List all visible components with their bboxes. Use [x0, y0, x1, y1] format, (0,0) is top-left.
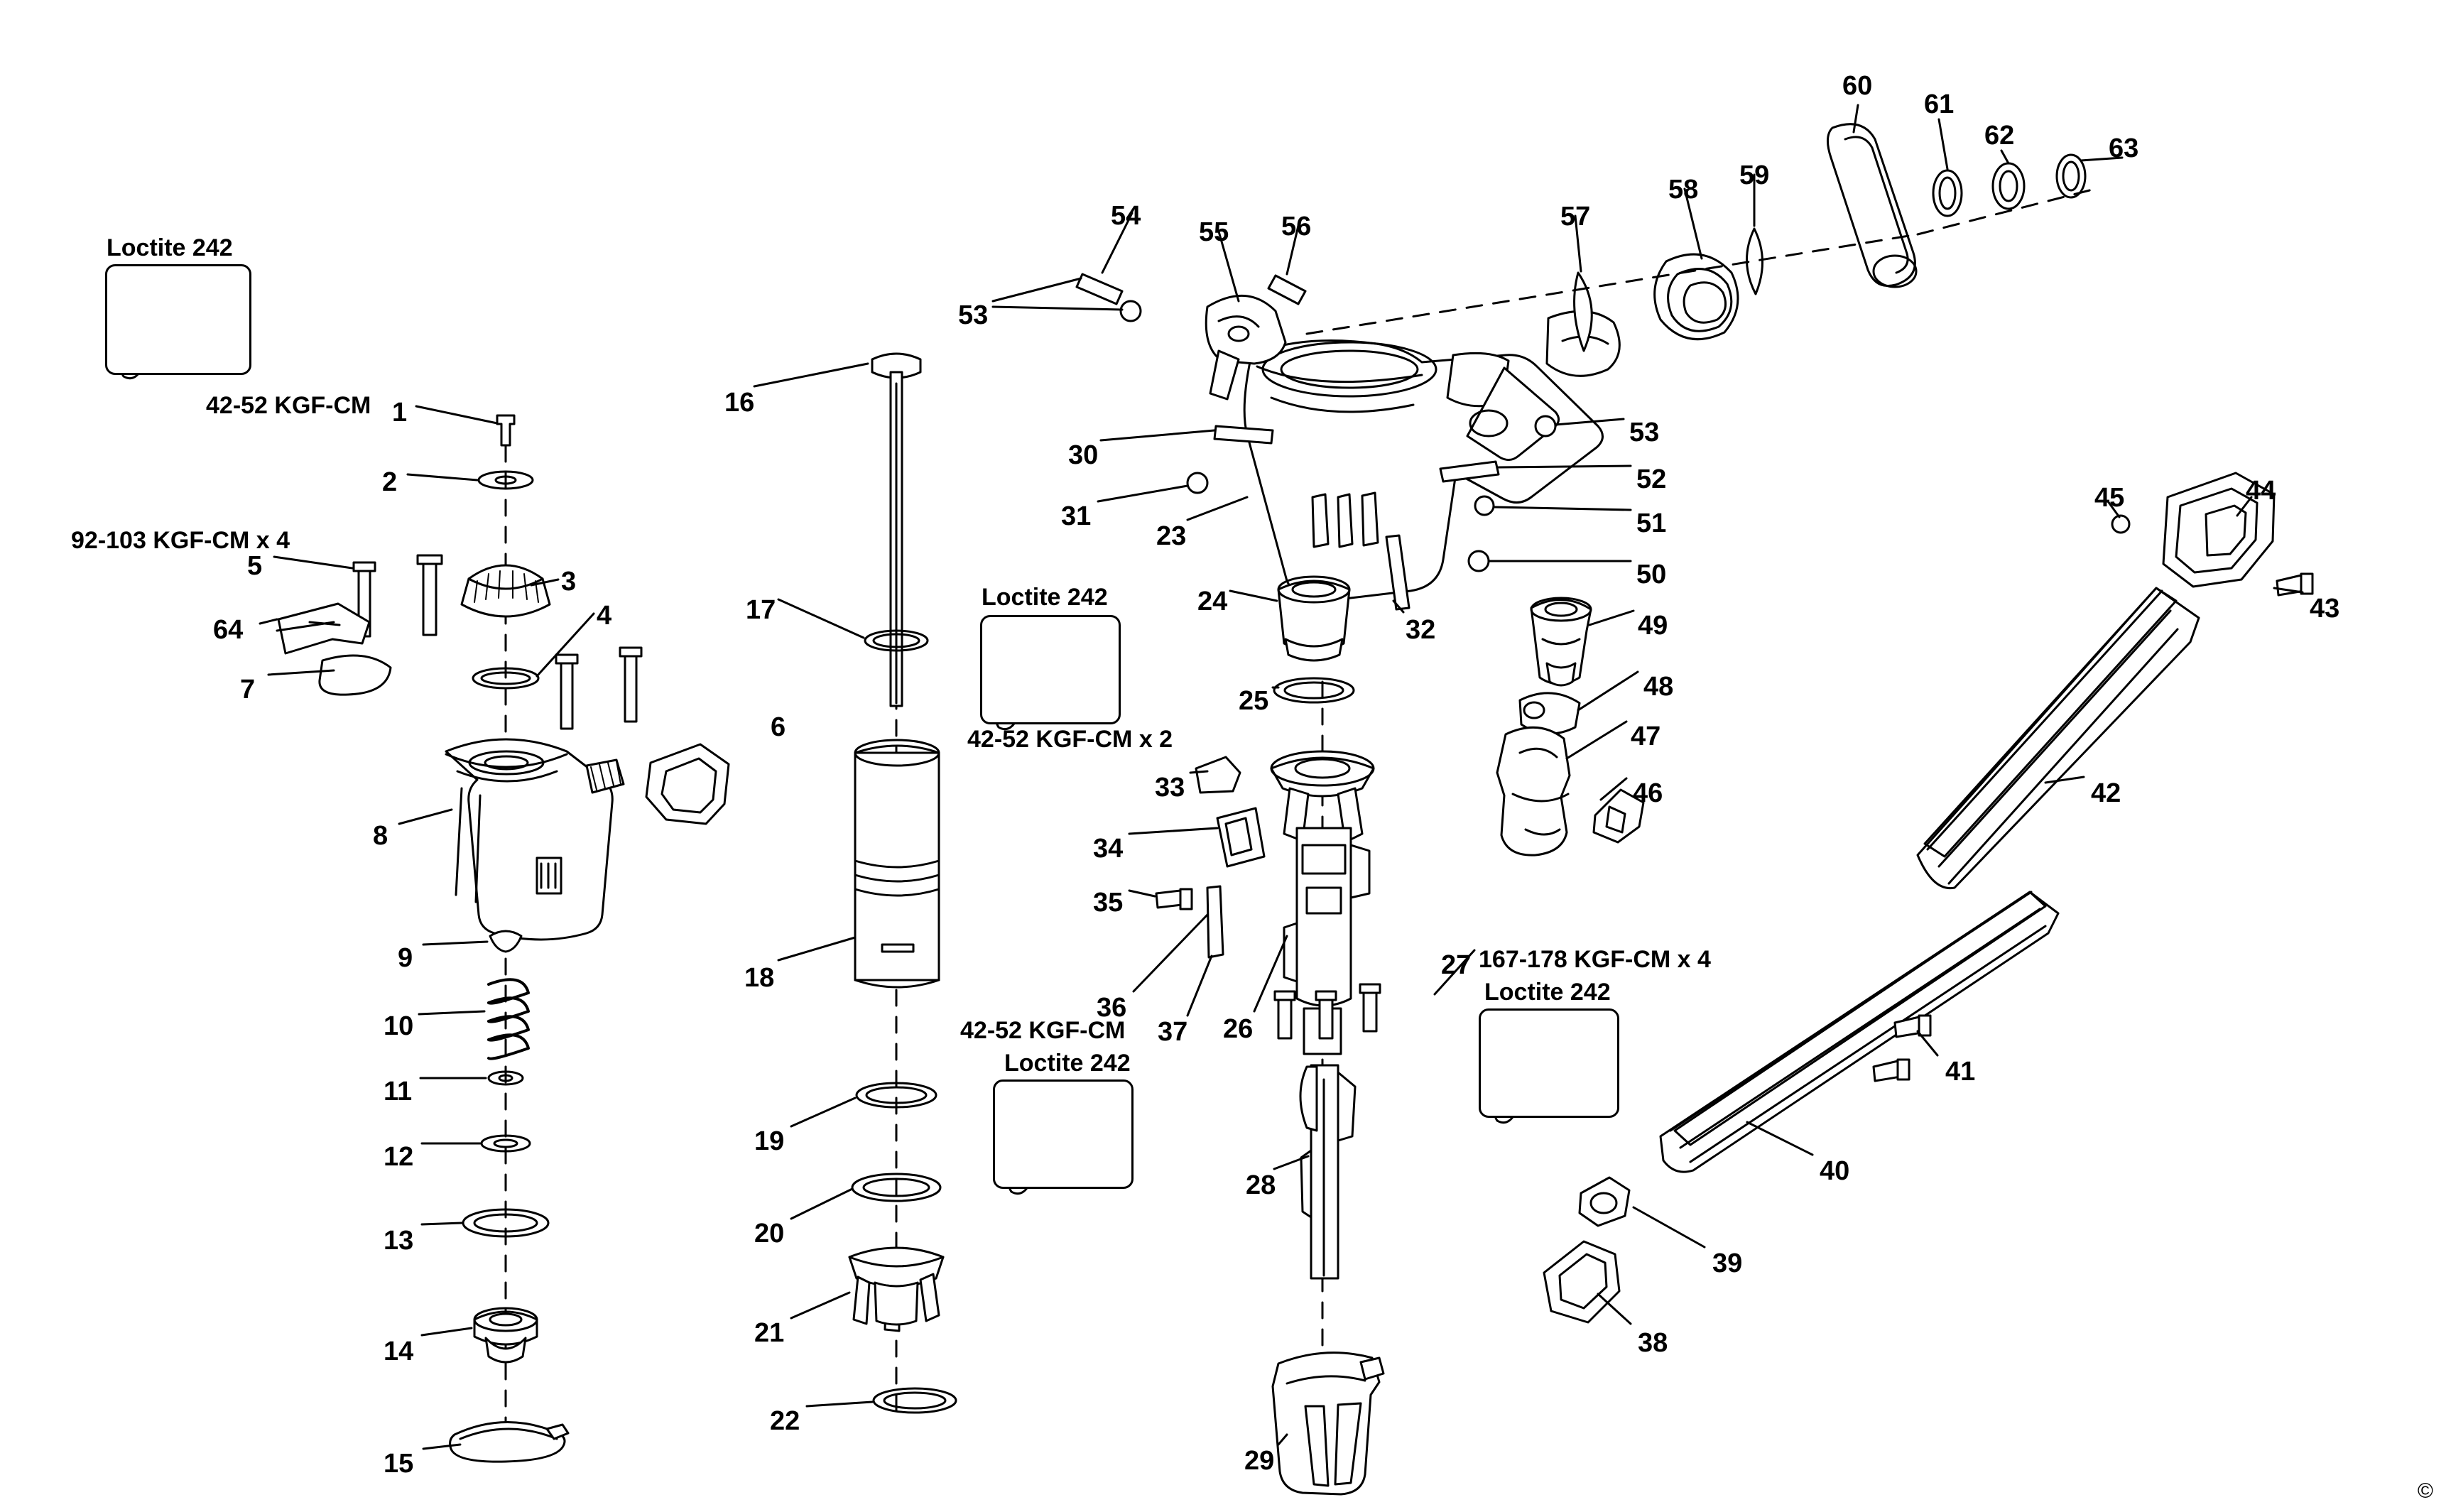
callout-13: 13 [384, 1226, 414, 1256]
callout-56: 56 [1281, 212, 1312, 241]
loctite-box-2 [980, 615, 1121, 724]
callout-19: 19 [754, 1126, 785, 1156]
callout-35: 35 [1093, 888, 1124, 918]
callout-62: 62 [1984, 121, 2015, 151]
callout-58: 58 [1668, 175, 1699, 205]
callout-17: 17 [746, 595, 776, 625]
callout-36: 36 [1097, 993, 1127, 1023]
callout-38: 38 [1638, 1328, 1668, 1358]
callout-46: 46 [1633, 778, 1663, 808]
callout-24: 24 [1197, 587, 1228, 616]
callout-6: 6 [771, 712, 786, 742]
callout-61: 61 [1924, 89, 1955, 119]
callout-32: 32 [1406, 615, 1436, 645]
callout-53b: 53 [1629, 418, 1660, 447]
callout-53: 53 [958, 300, 989, 330]
callout-45: 45 [2094, 483, 2125, 513]
callout-4: 4 [597, 601, 612, 631]
callout-30: 30 [1068, 440, 1099, 470]
callout-1: 1 [392, 398, 408, 428]
callout-33: 33 [1155, 773, 1185, 803]
callout-21: 21 [754, 1318, 785, 1348]
note-loctite-3: Loctite 242 [1004, 1050, 1131, 1077]
callout-18: 18 [744, 963, 775, 993]
callout-25: 25 [1239, 686, 1269, 716]
callout-11: 11 [384, 1077, 413, 1106]
callout-3: 3 [561, 567, 577, 597]
callout-10: 10 [384, 1011, 414, 1041]
callout-2: 2 [382, 467, 398, 497]
callout-47: 47 [1631, 722, 1661, 751]
callout-50: 50 [1636, 560, 1667, 589]
callout-51: 51 [1636, 508, 1667, 538]
callout-31: 31 [1061, 501, 1092, 531]
note-loctite-1: Loctite 242 [107, 234, 233, 261]
loctite-box-3 [993, 1079, 1134, 1189]
callout-22: 22 [770, 1406, 800, 1436]
callout-5: 5 [247, 551, 263, 581]
callout-42: 42 [2091, 778, 2121, 808]
note-torque-4: 42-52 KGF-CM [960, 1017, 1126, 1044]
callout-54: 54 [1111, 201, 1141, 231]
callout-14: 14 [384, 1337, 414, 1366]
callout-40: 40 [1820, 1156, 1850, 1186]
note-loctite-2: Loctite 242 [982, 584, 1108, 611]
callout-7: 7 [240, 675, 256, 705]
callout-15: 15 [384, 1449, 414, 1479]
callout-16: 16 [724, 388, 755, 418]
loctite-box-1 [105, 264, 251, 375]
callout-44: 44 [2246, 476, 2276, 506]
callout-52: 52 [1636, 464, 1667, 494]
copyright-mark: © [2417, 1479, 2433, 1503]
callout-29: 29 [1244, 1446, 1275, 1476]
callout-37: 37 [1158, 1017, 1188, 1047]
callout-43: 43 [2310, 594, 2340, 624]
callout-55: 55 [1199, 217, 1229, 247]
note-torque-2: 92-103 KGF-CM x 4 [71, 527, 290, 554]
loctite-box-4 [1479, 1008, 1619, 1118]
note-torque-5: 167-178 KGF-CM x 4 [1479, 946, 1711, 973]
callout-20: 20 [754, 1219, 785, 1249]
callout-8: 8 [373, 821, 388, 851]
callout-9: 9 [398, 943, 413, 973]
callout-48: 48 [1643, 672, 1674, 702]
note-torque-1: 42-52 KGF-CM [206, 392, 371, 419]
callout-34: 34 [1093, 834, 1124, 864]
callout-23: 23 [1156, 521, 1187, 551]
callout-60: 60 [1842, 71, 1873, 101]
callout-59: 59 [1739, 161, 1770, 190]
callout-49: 49 [1638, 611, 1668, 641]
callout-28: 28 [1246, 1170, 1276, 1200]
note-loctite-4: Loctite 242 [1484, 979, 1611, 1006]
callout-63: 63 [2109, 134, 2139, 163]
callout-12: 12 [384, 1142, 414, 1172]
callout-26: 26 [1223, 1014, 1254, 1044]
callout-41: 41 [1945, 1057, 1976, 1087]
note-torque-3: 42-52 KGF-CM x 2 [967, 726, 1173, 753]
callout-64: 64 [213, 615, 244, 645]
callout-57: 57 [1560, 202, 1591, 232]
callout-27: 27 [1441, 950, 1472, 980]
callout-39: 39 [1712, 1249, 1743, 1278]
